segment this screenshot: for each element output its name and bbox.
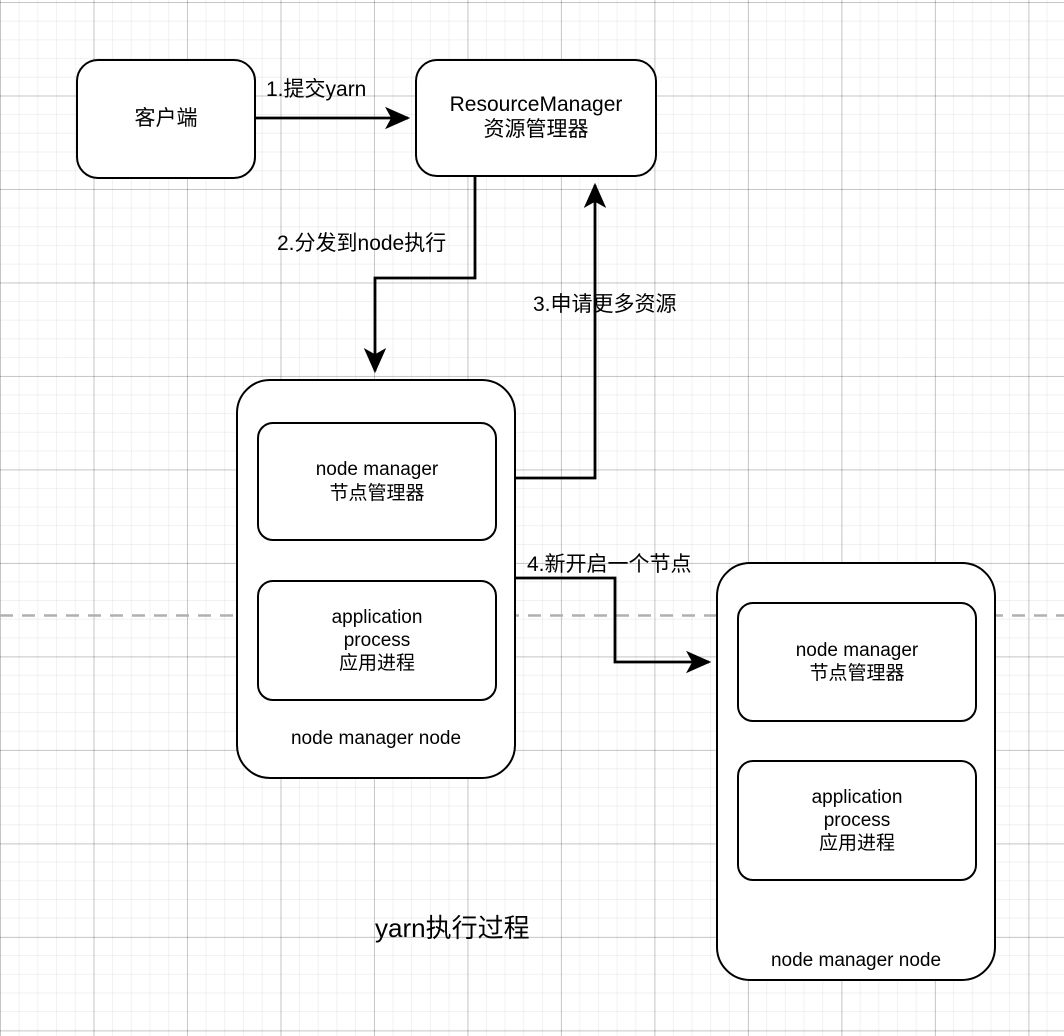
node-node-manager-left-line-2: 节点管理器 bbox=[329, 482, 425, 504]
node-container-left-caption: node manager node bbox=[290, 728, 462, 749]
node-container-right[interactable]: node manager 节点管理器 application process 应… bbox=[716, 562, 996, 981]
node-container-right-caption: node manager node bbox=[770, 950, 942, 971]
node-node-manager-right[interactable]: node manager 节点管理器 bbox=[737, 602, 977, 722]
node-application-process-left-line-1: application bbox=[331, 606, 423, 628]
node-resourcemanager-line-2: 资源管理器 bbox=[483, 118, 589, 141]
node-application-process-left-line-3: 应用进程 bbox=[338, 653, 415, 675]
edge-label-step3: 3.申请更多资源 bbox=[533, 293, 677, 316]
node-node-manager-left[interactable]: node manager 节点管理器 bbox=[257, 422, 497, 541]
edge-step3 bbox=[516, 182, 607, 480]
node-application-process-right-line-1: application bbox=[811, 786, 903, 808]
node-node-manager-right-line-1: node manager bbox=[795, 639, 919, 661]
node-application-process-left[interactable]: application process 应用进程 bbox=[257, 580, 497, 701]
edge-step2 bbox=[363, 177, 477, 374]
node-client[interactable]: 客户端 bbox=[76, 59, 256, 179]
node-application-process-right-line-2: process bbox=[823, 809, 891, 831]
node-container-left[interactable]: node manager 节点管理器 application process 应… bbox=[236, 379, 516, 779]
diagram-title: yarn执行过程 bbox=[375, 913, 530, 943]
node-application-process-right[interactable]: application process 应用进程 bbox=[737, 760, 977, 881]
edge-label-step2: 2.分发到node执行 bbox=[277, 232, 447, 255]
edge-step4 bbox=[516, 576, 712, 674]
node-resourcemanager-line-1: ResourceManager bbox=[449, 93, 623, 117]
node-client-line-1: 客户端 bbox=[134, 106, 198, 130]
node-application-process-right-line-3: 应用进程 bbox=[818, 833, 895, 855]
edge-label-step1: 1.提交yarn bbox=[266, 78, 367, 101]
edge-label-step4: 4.新开启一个节点 bbox=[527, 553, 692, 576]
node-application-process-left-line-2: process bbox=[343, 629, 411, 651]
node-node-manager-left-line-1: node manager bbox=[315, 459, 439, 481]
node-node-manager-right-line-2: 节点管理器 bbox=[809, 663, 905, 684]
node-resourcemanager[interactable]: ResourceManager 资源管理器 bbox=[415, 59, 657, 177]
